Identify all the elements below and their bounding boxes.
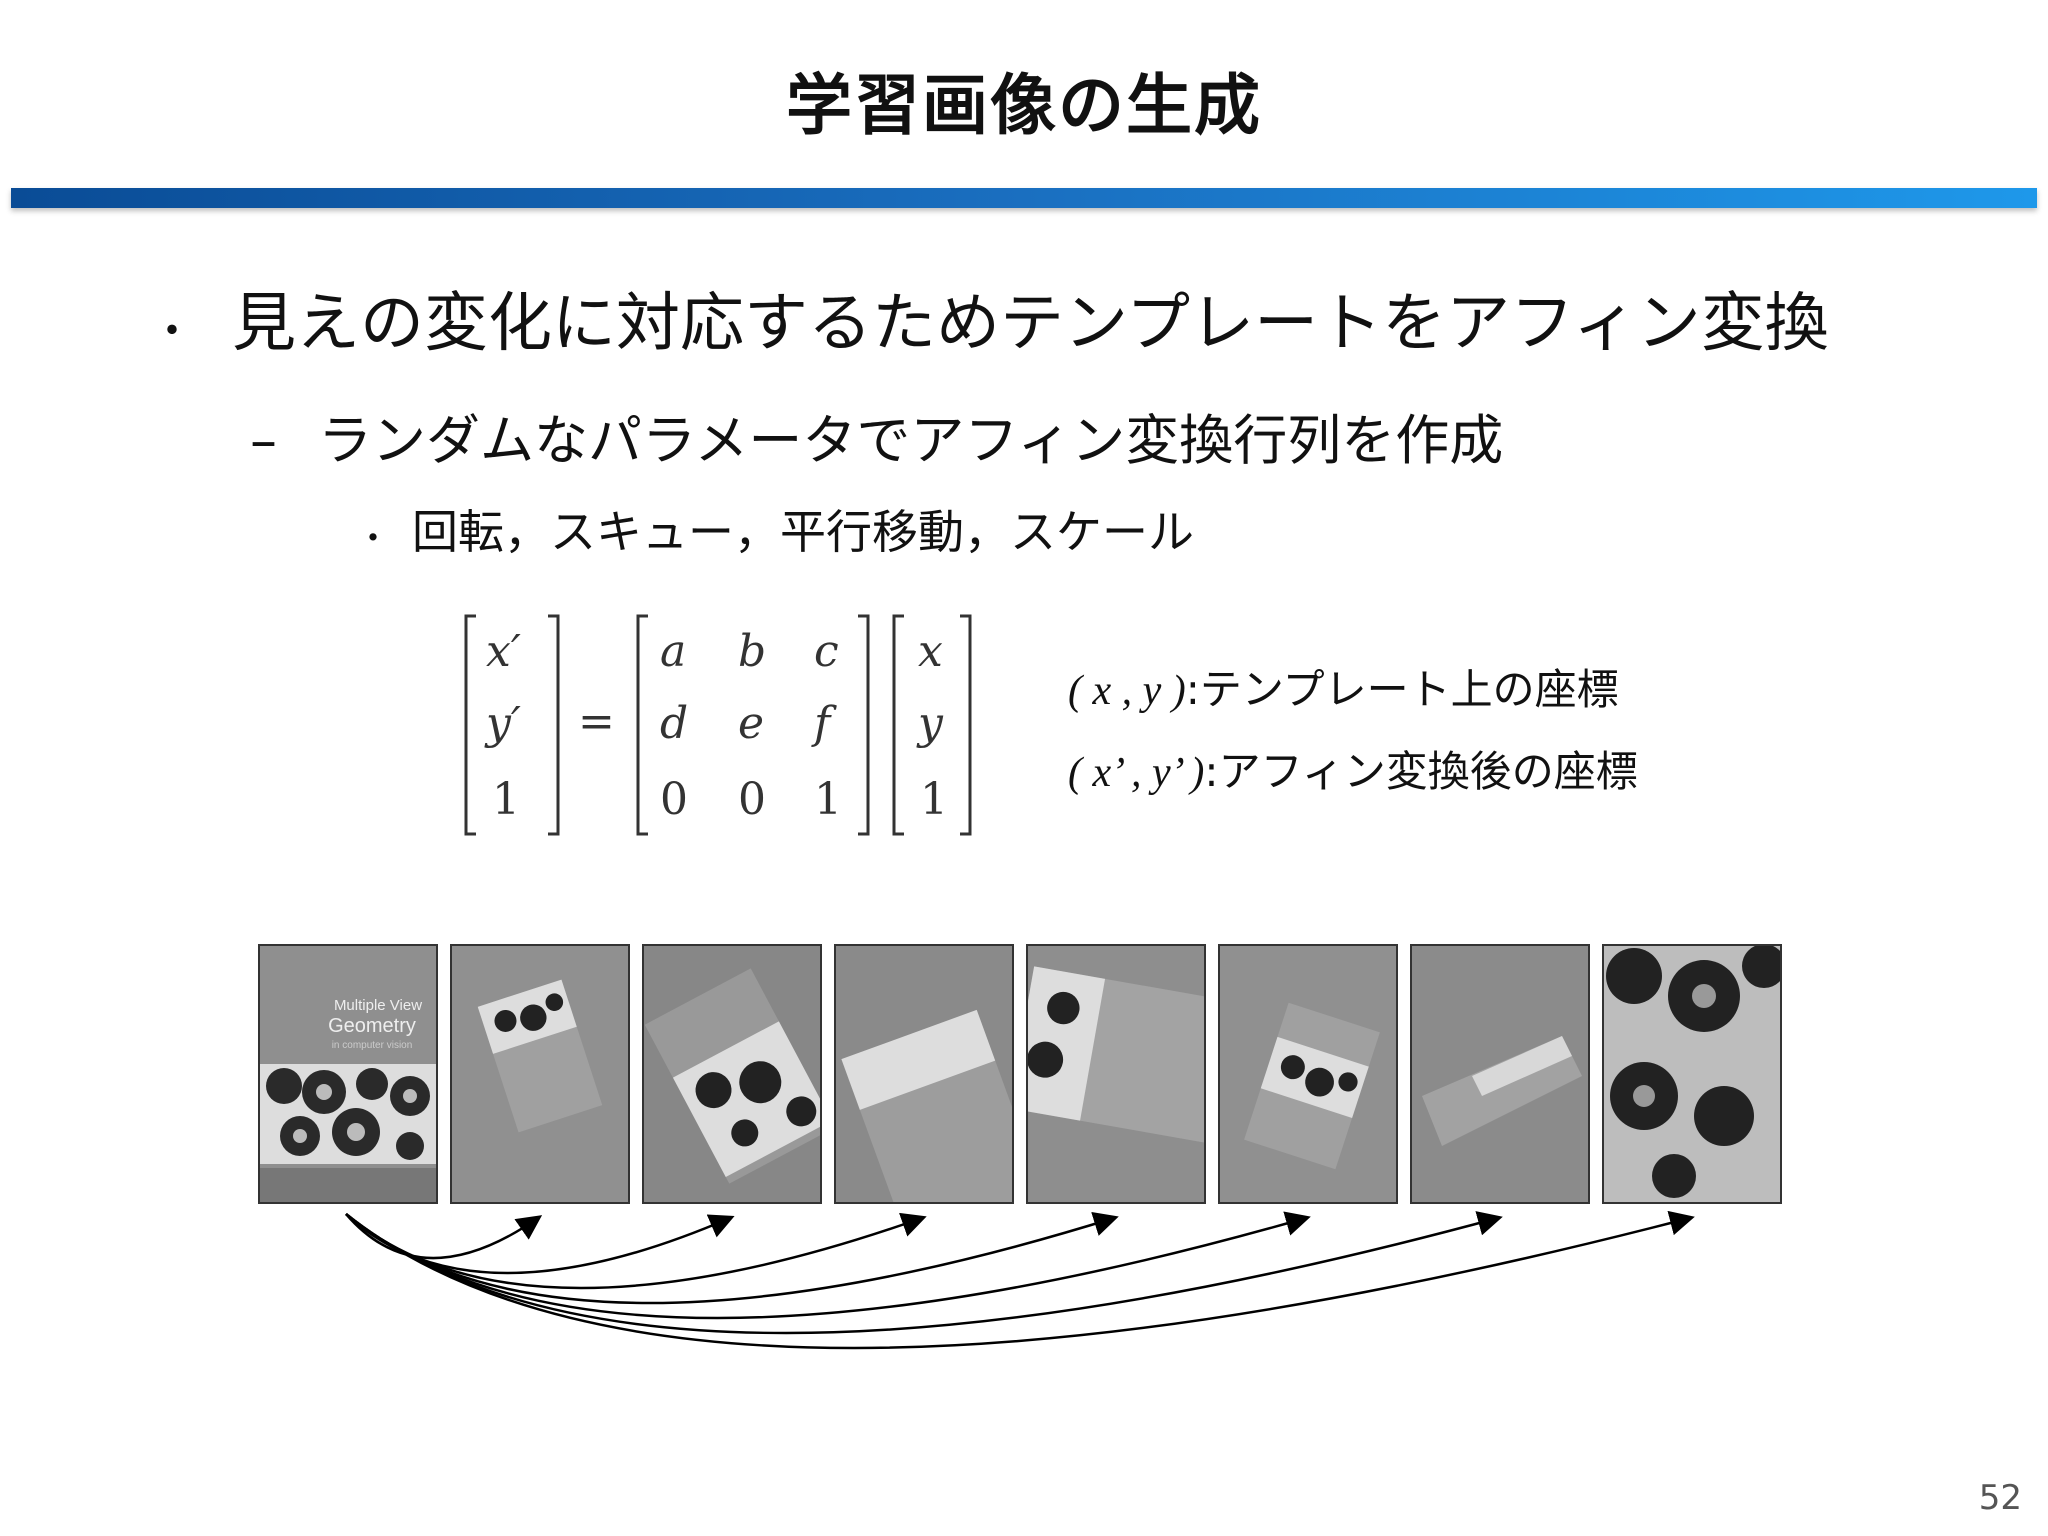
arrow-to-image-2	[345, 1213, 735, 1275]
affine-image-7	[1602, 944, 1782, 1204]
arrow-to-image-3	[345, 1212, 927, 1290]
affine-image-2	[642, 944, 822, 1204]
bullet-level2-text: ランダムなパラメータでアフィン変換行列を作成	[318, 409, 1504, 472]
arrow-to-image-5	[345, 1211, 1311, 1320]
book-cover-image: Multiple View Geometry in computer visio…	[260, 946, 436, 1202]
page-number: 52	[1978, 1478, 2022, 1518]
matrix-brackets	[464, 614, 972, 836]
bullet-level3: ・回転，スキュー，平行移動，スケール	[356, 496, 1194, 562]
template-image: Multiple View Geometry in computer visio…	[258, 944, 438, 1204]
coord-template: ( x , y ):テンプレート上の座標	[1068, 656, 1619, 717]
coord-affine-math: ( x’ , y’ )	[1068, 750, 1205, 796]
arrow-to-image-1	[345, 1213, 543, 1260]
matrix-e: e	[738, 698, 764, 749]
equals-sign: =	[578, 696, 615, 747]
matrix-d: d	[660, 698, 688, 749]
affine-matrix-equation: x′ y′ 1 = a b c d e f 0 0 1 x y 1	[464, 614, 972, 836]
rhs-x: x	[918, 626, 943, 677]
matrix-a: a	[660, 626, 686, 677]
matrix-c: c	[814, 626, 839, 677]
bullet-level1-text: 見えの変化に対応するためテンプレートをアフィン変換	[232, 287, 1829, 361]
matrix-f: f	[811, 698, 837, 749]
matrix-i: 1	[814, 774, 842, 825]
bullet-level2: –ランダムなパラメータでアフィン変換行列を作成	[250, 396, 1503, 475]
affine-image-1	[450, 944, 630, 1204]
arrow-to-image-4	[345, 1211, 1119, 1305]
affine-image-4	[1026, 944, 1206, 1204]
bullet-dash: –	[250, 409, 277, 472]
bullet-dot: ・	[150, 306, 194, 358]
affine-image-6	[1410, 944, 1590, 1204]
title-underline-bar	[11, 188, 2037, 208]
arrow-to-image-6	[345, 1211, 1503, 1335]
coord-affine: ( x’ , y’ ):アフィン変換後の座標	[1068, 738, 1638, 799]
cover-title-line2: Geometry	[328, 1015, 416, 1037]
cover-title-line1: Multiple View	[334, 997, 422, 1014]
coord-template-math: ( x , y )	[1068, 668, 1186, 714]
matrix-b: b	[738, 626, 766, 677]
affine-image-5	[1218, 944, 1398, 1204]
rhs-one: 1	[920, 774, 948, 825]
cover-title-line3: in computer vision	[332, 1040, 413, 1051]
matrix-g: 0	[660, 774, 688, 825]
lhs-one: 1	[492, 774, 520, 825]
bullet-level3-text: 回転，スキュー，平行移動，スケール	[412, 505, 1194, 559]
matrix-h: 0	[738, 774, 766, 825]
rhs-y: y	[916, 698, 944, 749]
coord-template-label: :テンプレート上の座標	[1185, 665, 1619, 714]
bullet-dot-small: ・	[356, 519, 390, 559]
affine-image-3	[834, 944, 1014, 1204]
arrow-to-image-7	[345, 1210, 1695, 1350]
lhs-x-prime: x′	[486, 626, 521, 677]
coord-affine-label: :アフィン変換後の座標	[1204, 747, 1638, 796]
lhs-y-prime: y′	[484, 698, 521, 749]
slide-title: 学習画像の生成	[786, 67, 1262, 144]
bullet-level1: ・見えの変化に対応するためテンプレートをアフィン変換	[150, 272, 1829, 364]
